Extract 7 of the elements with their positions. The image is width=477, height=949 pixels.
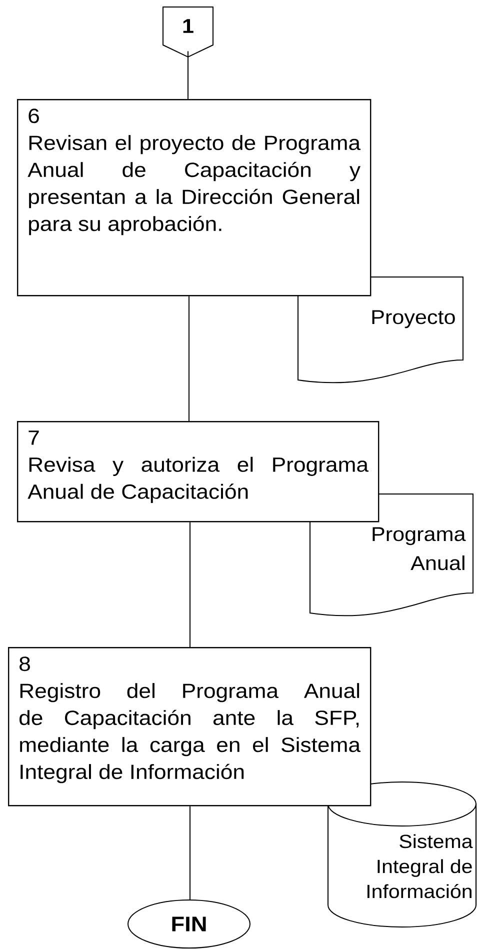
connector-line xyxy=(188,296,190,422)
off-page-connector: 1 xyxy=(162,6,214,58)
process-box: 7 Revisa y autoriza el Programa Anual de Capacitación xyxy=(17,421,380,522)
terminal-oval: FIN xyxy=(128,900,250,948)
process-box: 6 Revisan el proyecto de Programa Anual de Capacitación y presentan a la Dirección General para su aprobación. xyxy=(17,99,372,296)
database-cylinder: Sistema Integral de Información xyxy=(328,782,476,928)
process-box: 8 Registro del Programa Anual de Capacitación ante la SFP, mediante la carga en el Sistema Integral de Información xyxy=(8,647,372,806)
